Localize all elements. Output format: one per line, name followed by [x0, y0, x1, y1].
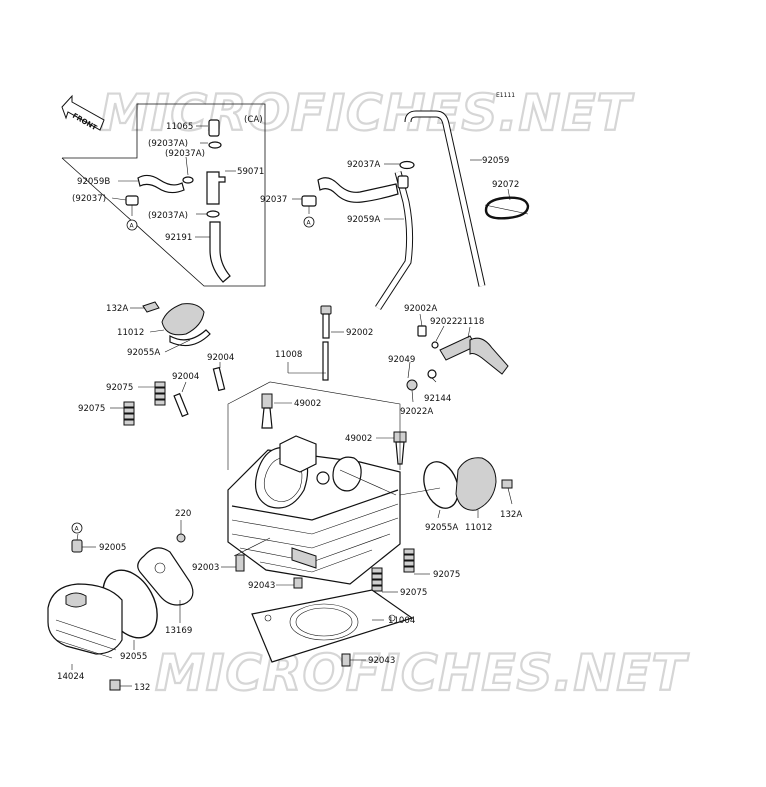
label-92037a-1: (92037A) — [148, 139, 188, 149]
label-92003: 92003 — [192, 563, 219, 573]
lower-left-parts — [47, 533, 351, 691]
inset-callout-a: A — [126, 219, 138, 231]
svg-text:A: A — [130, 223, 135, 230]
label-92144: 92144 — [424, 394, 451, 404]
label-11012-left: 11012 — [117, 328, 144, 338]
valve-lifter-parts — [406, 325, 509, 391]
label-14024: 14024 — [57, 672, 84, 682]
label-92022: 92022 — [430, 317, 457, 327]
label-49002-b: 49002 — [345, 434, 372, 444]
label-92004-a: 92004 — [207, 353, 234, 363]
lower-callout-a: A — [71, 522, 83, 534]
keeper-leaders — [110, 386, 430, 593]
cylinder-head — [227, 381, 401, 585]
label-11008: 11008 — [275, 350, 302, 360]
svg-text:A: A — [75, 526, 80, 533]
label-92059b: 92059B — [77, 177, 110, 187]
label-92002a: 92002A — [404, 304, 437, 314]
label-132: 132 — [134, 683, 150, 693]
cap-left-leaders — [130, 307, 191, 353]
watermark-top: MICROFICHES.NET — [100, 84, 635, 142]
stud-leaders — [181, 331, 394, 439]
cap-right — [423, 457, 513, 511]
label-92059a: 92059A — [347, 215, 380, 225]
keeper-stacks — [123, 381, 415, 592]
label-13169: 13169 — [165, 626, 192, 636]
inset-note: (CA) — [244, 115, 263, 125]
label-92191: 92191 — [165, 233, 192, 243]
cap-left — [142, 301, 211, 347]
label-49002-a: 49002 — [294, 399, 321, 409]
label-92043-b: 92043 — [368, 656, 395, 666]
label-11004: 11004 — [388, 616, 415, 626]
label-92072: 92072 — [492, 180, 519, 190]
svg-text:A: A — [307, 220, 312, 227]
label-92002-top: 92002 — [346, 328, 373, 338]
inset-leaders — [111, 125, 236, 238]
label-92043-a: 92043 — [248, 581, 275, 591]
label-92037a-main: 92037A — [347, 160, 380, 170]
california-inset-frame — [61, 103, 266, 287]
label-92037-paren: (92037) — [72, 194, 106, 204]
valve-lifter-leaders — [407, 313, 471, 403]
label-220: 220 — [175, 509, 191, 519]
label-92075-c: 92075 — [433, 570, 460, 580]
part-labels: 11065 (92037A) (92037A) 92059B 59071 (92… — [57, 122, 522, 693]
head-gasket — [251, 589, 414, 663]
front-arrow-icon: FRONT — [61, 94, 105, 132]
label-11065: 11065 — [166, 122, 193, 132]
label-92075-a: 92075 — [106, 383, 133, 393]
breather-hose-parts — [301, 110, 530, 310]
label-92022a: 92022A — [400, 407, 433, 417]
main-callout-a: A — [303, 216, 315, 228]
label-92037a-3: (92037A) — [148, 211, 188, 221]
label-92037a-2: (92037A) — [165, 149, 205, 159]
label-92005: 92005 — [99, 543, 126, 553]
watermark-bottom: MICROFICHES.NET — [155, 644, 690, 702]
label-92055a-right: 92055A — [425, 523, 458, 533]
label-92055a-left: 92055A — [127, 348, 160, 358]
label-92037-main: 92037 — [260, 195, 287, 205]
label-92075-b: 92075 — [78, 404, 105, 414]
label-92059: 92059 — [482, 156, 509, 166]
label-132a-right: 132A — [500, 510, 522, 520]
label-92075-d: 92075 — [400, 588, 427, 598]
diagram-code: E1111 — [496, 92, 515, 99]
label-92049: 92049 — [388, 355, 415, 365]
label-92004-b: 92004 — [172, 372, 199, 382]
label-132a-top: 132A — [106, 304, 128, 314]
lower-left-leaders — [71, 520, 366, 687]
label-59071: 59071 — [237, 167, 264, 177]
breather-leaders — [292, 159, 511, 220]
cap-right-leaders — [437, 487, 513, 519]
cylinder-head-leaders — [233, 469, 441, 557]
label-92055: 92055 — [120, 652, 147, 662]
label-11012-right: 11012 — [465, 523, 492, 533]
label-21118: 21118 — [457, 317, 484, 327]
